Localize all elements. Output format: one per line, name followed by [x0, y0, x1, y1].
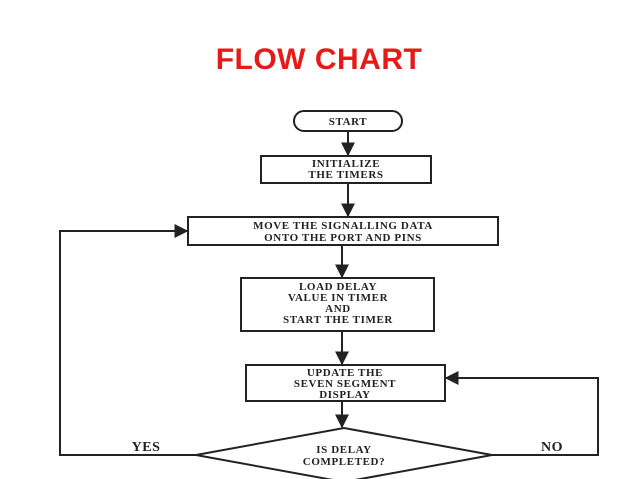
connector-no-loop: [444, 371, 599, 456]
load-delay-label-line2: VALUE IN TIMER: [288, 292, 389, 304]
update-display-label-line3: DISPLAY: [319, 389, 370, 401]
no-branch-label: NO: [541, 440, 563, 455]
page-title: FLOW CHART: [215, 43, 423, 76]
load-delay-box: [240, 277, 435, 332]
initialize-label-line2: THE TIMERS: [308, 169, 383, 181]
load-delay-label-line3: AND: [325, 303, 351, 315]
update-display-label-line1: UPDATE THE: [307, 367, 383, 379]
move-data-label-line1: MOVE THE SIGNALLING DATA: [253, 220, 433, 232]
load-delay-label-line4: START THE TIMER: [283, 314, 393, 326]
move-data-label-line2: ONTO THE PORT AND PINS: [264, 232, 422, 244]
connector-yes-loop: [59, 224, 196, 456]
decision-label-line2: COMPLETED?: [303, 456, 385, 468]
decision-diamond: [195, 426, 493, 479]
decision-label-line1: IS DELAY: [316, 444, 371, 456]
initialize-label-line1: INITIALIZE: [312, 158, 380, 170]
yes-branch-label: YES: [132, 440, 161, 455]
update-display-label-line2: SEVEN SEGMENT: [294, 378, 396, 390]
load-delay-label-line1: LOAD DELAY: [299, 281, 377, 293]
start-label: START: [329, 116, 368, 128]
